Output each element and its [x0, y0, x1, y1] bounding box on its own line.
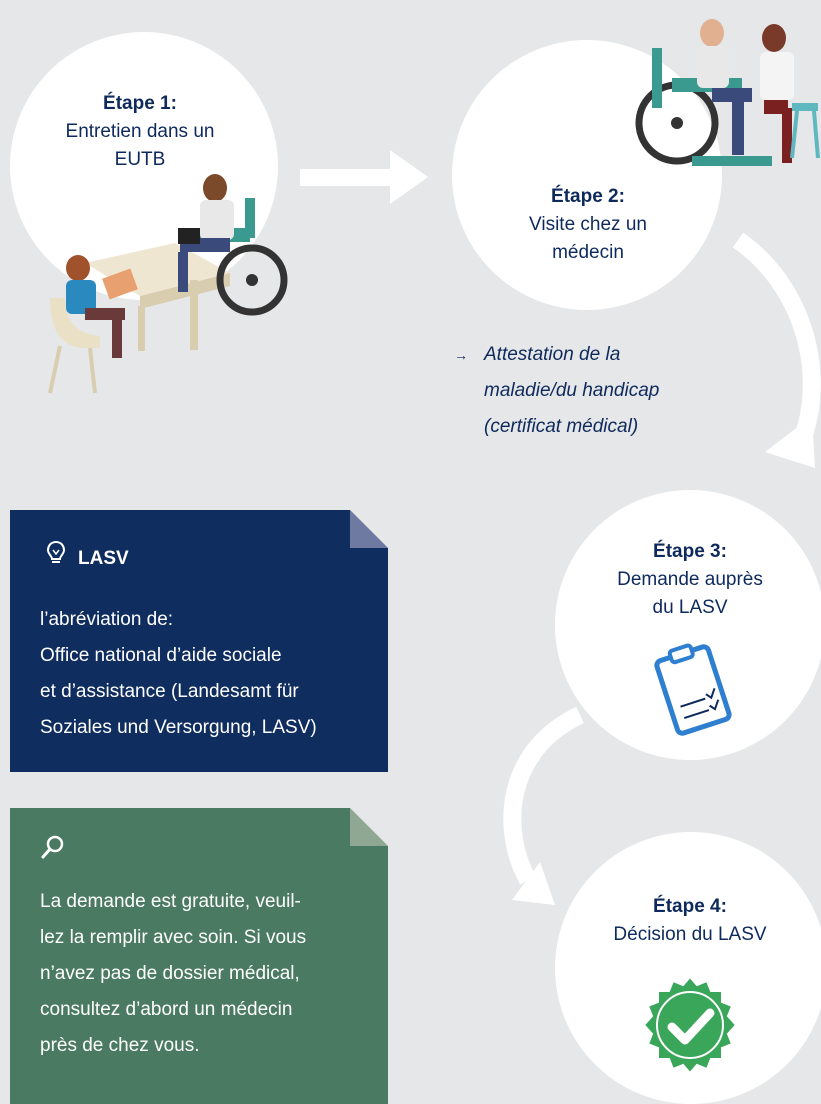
tip-line1: La demande est gratuite, veuil-: [40, 891, 301, 912]
consultation-illustration: [48, 174, 288, 394]
step1-title: Étape 1:: [103, 93, 177, 114]
tip-line3: n’avez pas de dossier médical,: [40, 963, 300, 984]
step4-title: Étape 4:: [653, 896, 727, 917]
step1-desc-line1: Entretien dans un: [65, 121, 215, 142]
arrow-step2-to-step3: [732, 232, 821, 468]
tip-box: La demande est gratuite, veuil- lez la r…: [10, 808, 388, 1104]
step2-title: Étape 2:: [551, 186, 625, 207]
note-line2: maladie/du handicap: [484, 380, 660, 401]
lasv-line1: l’abréviation de:: [40, 609, 174, 630]
doctor-visit-illustration: [635, 19, 820, 166]
step4-desc-line1: Décision du LASV: [613, 924, 767, 945]
lasv-line4: Soziales und Versorgung, LASV): [40, 717, 317, 738]
clipboard-icon: [654, 643, 732, 736]
note-arrow-icon: →: [454, 347, 468, 363]
lightbulb-icon: [46, 540, 66, 563]
step1-desc-line2: EUTB: [114, 149, 166, 170]
certificate-note: →Attestation de la maladie/du handicap (…: [454, 337, 754, 445]
step2-desc-line2: médecin: [552, 242, 624, 263]
step4-text: Étape 4: Décision du LASV: [590, 893, 790, 949]
lasv-line2: Office national d’aide sociale: [40, 645, 282, 666]
step2-desc-line1: Visite chez un: [529, 214, 647, 235]
step3-title: Étape 3:: [653, 541, 727, 562]
folded-corner: [350, 808, 388, 846]
arrow-step3-to-step4: [503, 706, 585, 905]
step3-desc-line2: du LASV: [652, 597, 728, 618]
approved-check-badge-icon: [642, 975, 738, 1075]
tip-line5: près de chez vous.: [40, 1035, 200, 1056]
lasv-title: LASV: [78, 548, 129, 569]
step3-text: Étape 3: Demande auprès du LASV: [590, 538, 790, 622]
step3-desc-line1: Demande auprès: [617, 569, 763, 590]
arrow-step1-to-step2: [300, 150, 428, 204]
lasv-line3: et d’assistance (Landesamt für: [40, 681, 299, 702]
tip-line4: consultez d’abord un médecin: [40, 999, 293, 1020]
note-line3: (certificat médical): [484, 416, 639, 437]
magnifier-icon: [41, 835, 64, 859]
folded-corner: [350, 510, 388, 548]
lasv-info-box: LASV l’abréviation de: Office national d…: [10, 510, 388, 772]
tip-line2: lez la remplir avec soin. Si vous: [40, 927, 307, 948]
lasv-body: l’abréviation de: Office national d’aide…: [40, 602, 385, 746]
tip-body: La demande est gratuite, veuil- lez la r…: [40, 884, 385, 1064]
step1-text: Étape 1: Entretien dans un EUTB: [40, 90, 240, 174]
step2-text: Étape 2: Visite chez un médecin: [488, 183, 688, 267]
note-line1: →Attestation de la: [454, 337, 754, 373]
